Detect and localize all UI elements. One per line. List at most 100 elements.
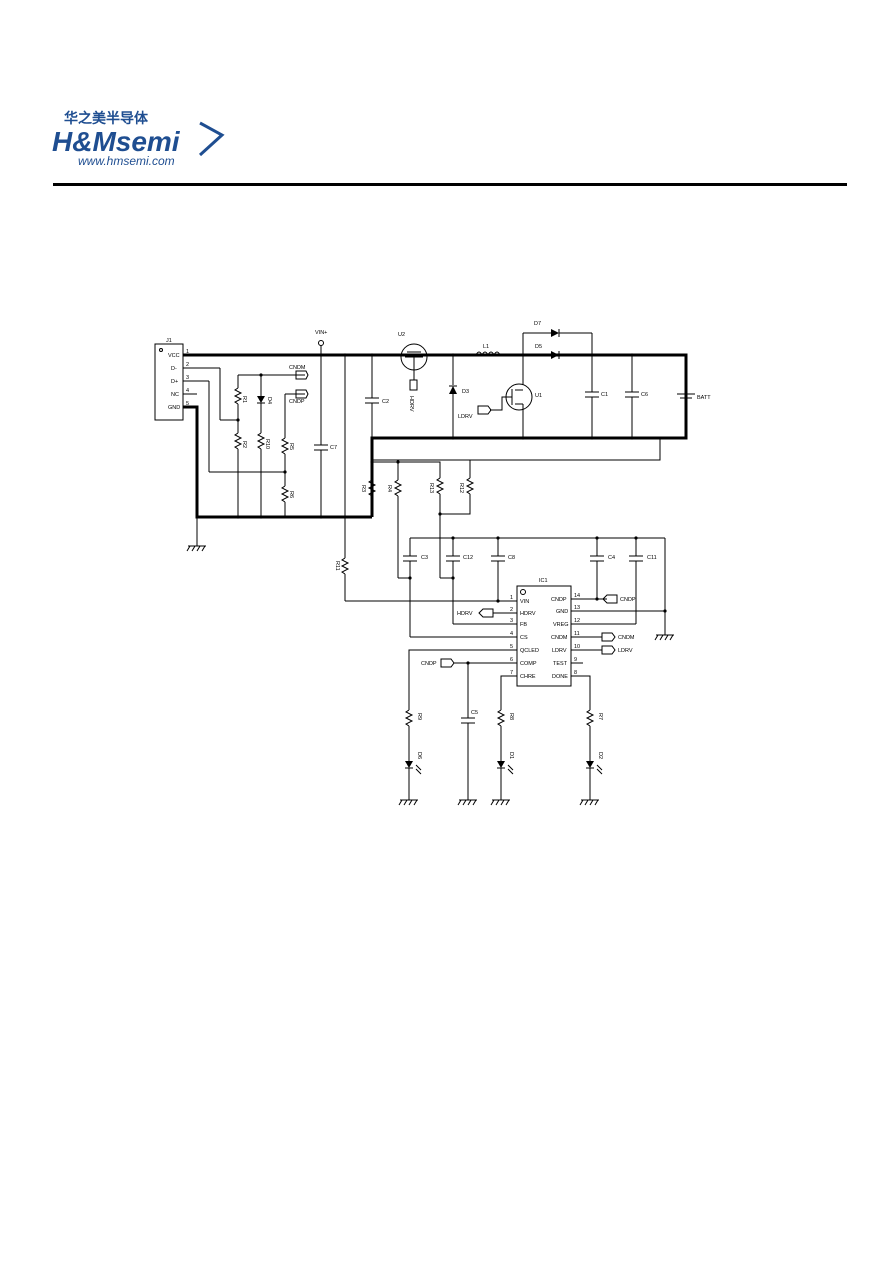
r3-ref: R3 bbox=[360, 485, 366, 492]
net-cndp-comp-label: CNDP bbox=[421, 661, 437, 667]
ic1-pin1-num: 1 bbox=[510, 595, 513, 601]
ic1-pin5-name: QCLED bbox=[520, 648, 539, 654]
d2-ref: D2 bbox=[597, 752, 603, 759]
u1-gate-net: LDRV bbox=[458, 414, 473, 420]
c4-ref: C4 bbox=[608, 555, 615, 561]
mosfet-u1 bbox=[477, 355, 533, 440]
net-ldrv-ic-label: LDRV bbox=[618, 648, 633, 654]
inductor-l1 bbox=[475, 351, 501, 357]
j1-ref: J1 bbox=[166, 338, 172, 344]
r7-ref: R7 bbox=[597, 713, 603, 720]
net-cndm-left-label: CNDM bbox=[289, 365, 306, 371]
resistor-r11 bbox=[340, 353, 514, 602]
ic1-pin13-num: 13 bbox=[574, 605, 580, 611]
u2-gate-net: HDRV bbox=[408, 396, 414, 412]
diode-d3 bbox=[449, 353, 457, 440]
r10-ref: R10 bbox=[264, 439, 270, 449]
ic1-pin8-name: DONE bbox=[552, 674, 568, 680]
j1-pin3-num: 3 bbox=[186, 375, 189, 381]
net-flag-hdrv-ic bbox=[478, 608, 505, 618]
ic1-pin3-num: 3 bbox=[510, 618, 513, 624]
battery-batt bbox=[677, 393, 695, 399]
j1-pin5-name: GND bbox=[168, 405, 180, 411]
vin-label: VIN+ bbox=[315, 330, 327, 336]
capacitor-c1 bbox=[585, 355, 599, 440]
ic1-pin10-num: 10 bbox=[574, 644, 580, 650]
ic1-pin12-name: VREG bbox=[553, 622, 569, 628]
c8-ref: C8 bbox=[508, 555, 515, 561]
ground-symbol-ic bbox=[654, 634, 674, 641]
net-cndp-left-label: CNDP bbox=[289, 399, 305, 405]
d3-ref: D3 bbox=[462, 389, 469, 395]
ic1-pin1-name: VIN bbox=[520, 599, 529, 605]
ic1-pin6-num: 6 bbox=[510, 657, 513, 663]
ic1-pin6-name: COMP bbox=[520, 661, 537, 667]
r5-ref: R5 bbox=[288, 443, 294, 450]
ic1-left-pin-wires bbox=[410, 600, 517, 677]
j1-pin2-num: 2 bbox=[186, 362, 189, 368]
c2-ref: C2 bbox=[382, 399, 389, 405]
d4-ref: D4 bbox=[266, 397, 272, 404]
ic1-pin5-num: 5 bbox=[510, 644, 513, 650]
led-branch-done bbox=[579, 675, 603, 806]
ic1-pin3-name: FB bbox=[520, 622, 527, 628]
ic1-pin4-num: 4 bbox=[510, 631, 513, 637]
j1-pin5-num: 5 bbox=[186, 401, 189, 407]
l1-ref: L1 bbox=[483, 344, 489, 350]
ic1-pin14-name: CNDP bbox=[551, 597, 567, 603]
ic1-ref: IC1 bbox=[539, 578, 548, 584]
net-cndp-ic-label: CNDP bbox=[620, 597, 636, 603]
net-hdrv-ic-label: HDRV bbox=[457, 611, 473, 617]
c3-ref: C3 bbox=[421, 555, 428, 561]
ic1-pin4-name: CS bbox=[520, 635, 528, 641]
r8-ref: R8 bbox=[508, 713, 514, 720]
j1-pin3-name: D+ bbox=[171, 379, 178, 385]
connector-wires bbox=[183, 367, 285, 473]
r11-ref: R11 bbox=[334, 561, 340, 571]
connector-j1 bbox=[154, 343, 184, 421]
r4-ref: R4 bbox=[386, 485, 392, 492]
ic1-pin12-num: 12 bbox=[574, 618, 580, 624]
c7-ref: C7 bbox=[330, 445, 337, 451]
c5-ref: C5 bbox=[471, 710, 478, 716]
c6-ref: C6 bbox=[641, 392, 648, 398]
d7-ref: D7 bbox=[534, 321, 541, 327]
net-flag-cndp-left bbox=[295, 389, 309, 399]
ic1-pin10-name: LDRV bbox=[552, 648, 567, 654]
u2-ref: U2 bbox=[398, 332, 405, 338]
ic1-pin7-name: CHRE bbox=[520, 674, 536, 680]
c11-ref: C11 bbox=[647, 555, 657, 561]
net-flag-cndp-ic bbox=[602, 594, 618, 604]
u1-ref: U1 bbox=[535, 393, 542, 399]
connector-pin1-marker bbox=[159, 348, 163, 352]
ic1-pin2-num: 2 bbox=[510, 607, 513, 613]
j1-pin1-num: 1 bbox=[186, 349, 189, 355]
capacitor-c6 bbox=[625, 353, 639, 440]
ic1-pin2-name: HDRV bbox=[520, 611, 536, 617]
r1-ref: R1 bbox=[241, 396, 247, 403]
diode-d7 bbox=[521, 329, 593, 357]
net-flag-cndm-left bbox=[295, 370, 309, 380]
logo-english-name: H&Msemi bbox=[52, 126, 181, 157]
ic1-pin7-num: 7 bbox=[510, 670, 513, 676]
net-cndm-ic-label: CNDM bbox=[618, 635, 635, 641]
c12-ref: C12 bbox=[463, 555, 473, 561]
left-divider-network bbox=[233, 373, 305, 519]
net-flag-ldrv-ic bbox=[601, 645, 616, 655]
d1-ref: D1 bbox=[508, 752, 514, 759]
vin-test-point bbox=[318, 340, 324, 346]
ic1-pin11-num: 11 bbox=[574, 631, 580, 637]
j1-pin4-num: 4 bbox=[186, 388, 189, 394]
batt-ref: BATT bbox=[697, 395, 711, 401]
logo-chinese-name: 华之美半导体 bbox=[64, 110, 149, 127]
r6-ref: R6 bbox=[288, 491, 294, 498]
c1-ref: C1 bbox=[601, 392, 608, 398]
ic1-pin13-name: GND bbox=[556, 609, 568, 615]
ic1-pin9-name: TEST bbox=[553, 661, 568, 667]
company-logo: 华之美半导体 H&Msemi www.hmsemi.com bbox=[52, 110, 225, 168]
j1-pin4-name: NC bbox=[171, 392, 179, 398]
ic1-pin1-marker bbox=[520, 589, 526, 595]
logo-url: www.hmsemi.com bbox=[78, 154, 175, 168]
led-branch-qcled bbox=[398, 649, 505, 806]
